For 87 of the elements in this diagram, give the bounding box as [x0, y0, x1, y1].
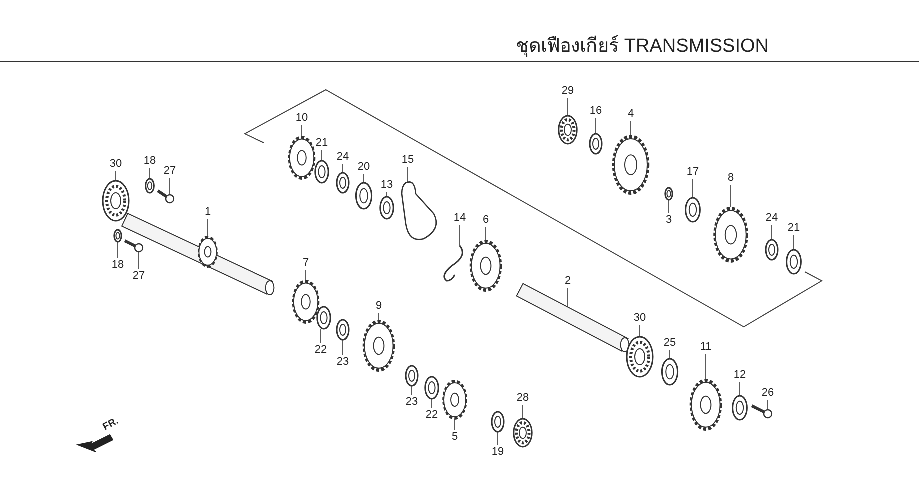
gear-drawing — [288, 136, 316, 180]
callout-number: 27 — [130, 270, 148, 282]
gear-drawing — [362, 320, 396, 372]
clip-drawing — [444, 246, 464, 282]
gear-drawing — [470, 240, 502, 292]
bolt-drawing — [751, 404, 773, 419]
gear-drawing — [612, 135, 650, 195]
plate-drawing — [401, 182, 438, 240]
callout-number: 15 — [399, 154, 417, 166]
leader-line — [668, 200, 670, 214]
washer-drawing — [336, 319, 350, 341]
callout-number: 20 — [355, 161, 373, 173]
bolt-drawing — [157, 190, 175, 204]
callout-number: 25 — [661, 337, 679, 349]
callout-number: 1 — [199, 206, 217, 218]
gear-drawing — [690, 379, 722, 431]
callout-number: 22 — [312, 344, 330, 356]
washer-drawing — [491, 411, 505, 433]
callout-number: 24 — [763, 212, 781, 224]
washer-drawing — [114, 229, 122, 243]
page-title: ชุดเฟืองเกียร์ TRANSMISSION — [516, 34, 769, 59]
washer-drawing — [316, 306, 332, 330]
callout-number: 8 — [722, 172, 740, 184]
washer-drawing — [405, 365, 419, 387]
callout-number: 10 — [293, 112, 311, 124]
callout-number: 26 — [759, 387, 777, 399]
bearing-drawing — [102, 180, 130, 222]
washer-drawing — [355, 182, 373, 210]
bearing-drawing — [513, 418, 533, 448]
callout-number: 7 — [297, 257, 315, 269]
callout-number: 24 — [334, 151, 352, 163]
washer-drawing — [336, 172, 350, 194]
washer-drawing — [786, 249, 802, 275]
callout-number: 2 — [559, 275, 577, 287]
leader-line — [342, 164, 344, 174]
callout-number: 30 — [107, 158, 125, 170]
callout-number: 3 — [660, 214, 678, 226]
gear-drawing — [292, 280, 320, 324]
plate-drawing — [732, 395, 748, 421]
callout-number: 17 — [684, 166, 702, 178]
leader-line — [730, 184, 732, 208]
washer-drawing — [664, 187, 674, 201]
callout-number: 21 — [313, 137, 331, 149]
bearing-drawing — [626, 336, 654, 378]
callout-number: 28 — [514, 392, 532, 404]
callout-number: 5 — [446, 431, 464, 443]
callout-number: 16 — [587, 105, 605, 117]
callout-number: 9 — [370, 300, 388, 312]
washer-drawing — [589, 133, 603, 155]
gear-drawing — [442, 380, 468, 420]
callout-number: 22 — [423, 409, 441, 421]
shaft-drawing — [516, 283, 630, 352]
leader-line — [630, 120, 632, 136]
washer-drawing — [661, 358, 679, 386]
leader-line — [454, 420, 456, 430]
washer-drawing — [314, 160, 330, 184]
leader-line — [378, 312, 380, 320]
leader-line — [522, 404, 524, 420]
washer-drawing — [765, 239, 779, 261]
callout-number: 27 — [161, 165, 179, 177]
bolt-drawing — [124, 240, 144, 253]
callout-number: 21 — [785, 222, 803, 234]
callout-number: 18 — [141, 155, 159, 167]
callout-number: 13 — [378, 179, 396, 191]
callout-number: 18 — [109, 259, 127, 271]
washer-drawing — [145, 178, 155, 194]
direction-label: FR. — [101, 416, 121, 434]
callout-number: 4 — [622, 108, 640, 120]
callout-number: 11 — [697, 341, 715, 353]
callout-number: 30 — [631, 312, 649, 324]
callout-number: 14 — [451, 212, 469, 224]
washer-drawing — [685, 197, 701, 223]
leader-line — [692, 178, 694, 198]
callout-number: 19 — [489, 446, 507, 458]
bearing-drawing — [558, 115, 578, 145]
leader-line — [342, 340, 344, 356]
washer-drawing — [380, 196, 394, 220]
callout-number: 29 — [559, 85, 577, 97]
callout-number: 23 — [334, 356, 352, 368]
leader-line — [320, 328, 322, 344]
gear-drawing — [714, 207, 748, 263]
leader-line — [386, 192, 388, 198]
leader-line — [138, 252, 140, 270]
callout-number: 6 — [477, 214, 495, 226]
callout-number: 12 — [731, 369, 749, 381]
callout-number: 23 — [403, 396, 421, 408]
washer-drawing — [424, 376, 440, 400]
